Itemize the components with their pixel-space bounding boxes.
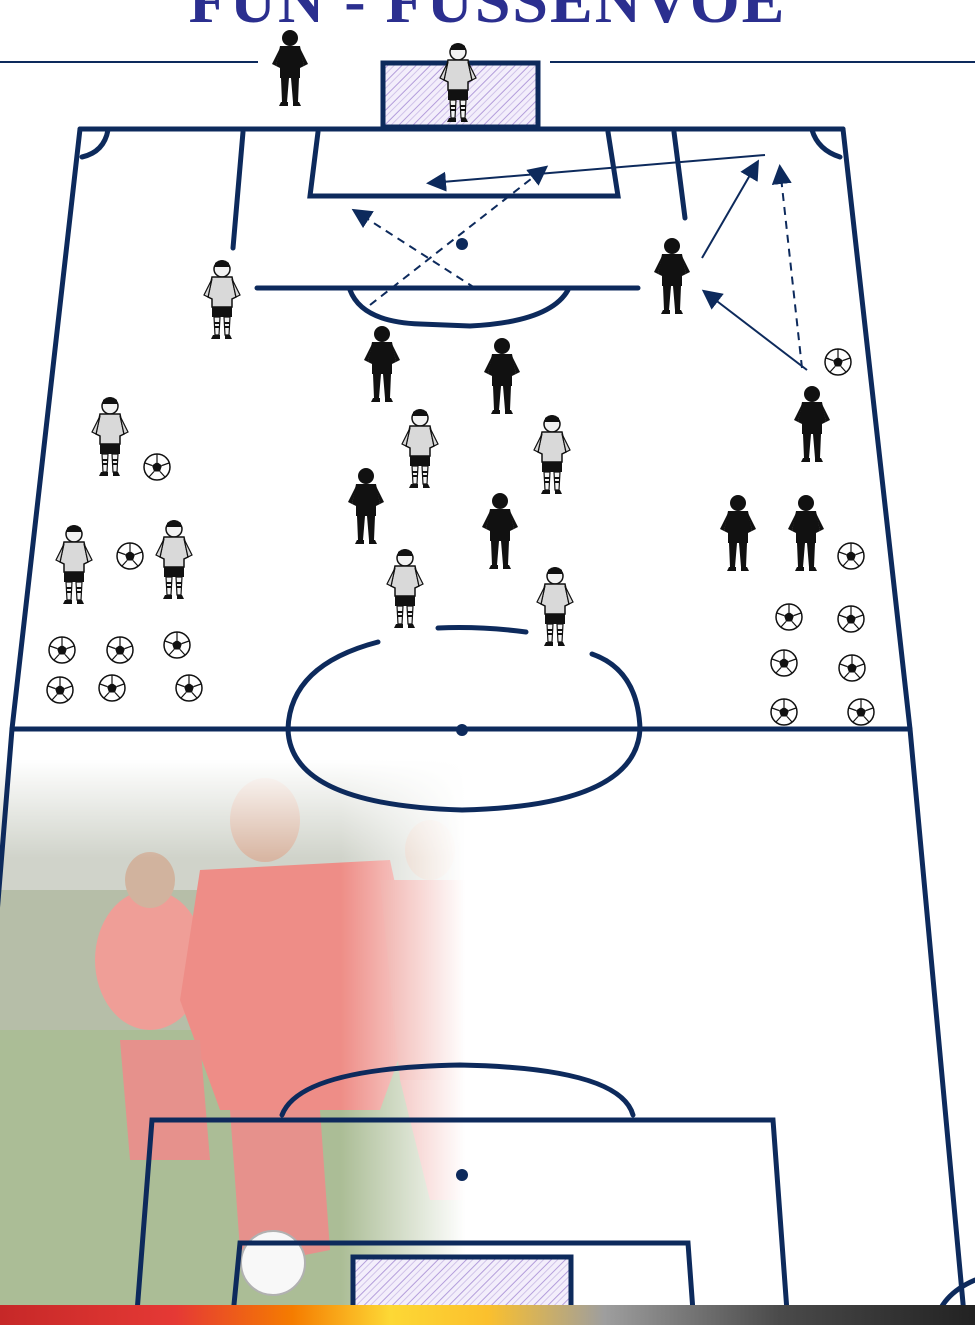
ball [49,637,75,663]
ball [776,604,802,630]
penalty-spot-top [456,238,468,250]
ball [838,606,864,632]
dark-player [272,30,308,106]
dashed-arrow-run-right [370,168,545,305]
light-player [387,549,423,628]
ball [117,543,143,569]
light-player [534,415,570,494]
dark-player [788,495,824,571]
ball [771,699,797,725]
penalty-box-left [233,132,243,248]
pass-arrow-back [705,292,807,370]
center-circle-top-arc [438,628,526,633]
ball [771,650,797,676]
slide-footer-bar [0,1305,975,1325]
light-player [402,409,438,488]
light-player [537,567,573,646]
penalty-box-right [674,132,685,218]
ball [838,543,864,569]
background-photo [0,760,620,1305]
ball [107,637,133,663]
ball [825,349,851,375]
ball [99,675,125,701]
dark-player [482,493,518,569]
dark-player [364,326,400,402]
ball [839,655,865,681]
ball [848,699,874,725]
corner-arc-top-right [812,130,840,157]
run-arrow-wing [702,163,757,258]
dark-player [484,338,520,414]
dashed-arrow-overlap [780,168,802,368]
center-spot [456,724,468,736]
light-player [156,520,192,599]
light-player [92,397,128,476]
dark-player [348,468,384,544]
dark-player [794,386,830,462]
penalty-spot-bottom [456,1169,468,1181]
dashed-arrow-run-left [355,211,475,288]
ball [47,677,73,703]
right-touchline-lower [910,729,965,1325]
ball [164,632,190,658]
dark-player [720,495,756,571]
light-player [204,260,240,339]
goal-area-top [310,132,618,196]
ball [176,675,202,701]
corner-arc-top-left [82,130,108,157]
pass-arrow-cross [430,155,765,183]
ball [144,454,170,480]
dark-player [654,238,690,314]
light-player [56,525,92,604]
right-touchline-upper [843,129,910,729]
movement-arrows [355,155,807,370]
